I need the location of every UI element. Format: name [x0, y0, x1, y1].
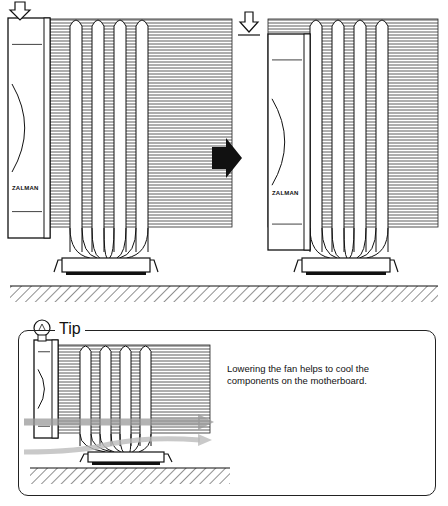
fan-blade [12, 84, 25, 172]
heatpipe [140, 346, 151, 446]
ground-line [10, 285, 438, 286]
fan-rib [38, 351, 50, 352]
board-line [30, 467, 230, 468]
fan-rib [12, 44, 42, 45]
cooler-base [88, 452, 164, 462]
cooler-base [62, 258, 150, 272]
fan-rib [12, 211, 42, 212]
heatpipe-bend [104, 228, 107, 258]
heatpipe-bend [357, 228, 366, 258]
fan-blade [272, 99, 285, 185]
transition-arrow [212, 138, 242, 178]
heatpipe-bend [120, 228, 137, 258]
heatpipe-bend [350, 228, 354, 258]
fan-rib [272, 224, 302, 225]
fin [268, 23, 438, 24]
tip-heading: Tip [55, 319, 85, 338]
fan-bracket [304, 34, 310, 250]
base-plate [66, 272, 146, 275]
down-arrow [10, 2, 30, 20]
heatpipe-bend [127, 228, 148, 258]
heatpipe [100, 346, 111, 446]
tip-box: TipLowering the fan helps to cool the co… [18, 330, 436, 496]
heatpipe-bend [70, 228, 90, 258]
heatpipe-bend [110, 228, 114, 258]
heatpipe [120, 346, 131, 446]
heatpipe-bend [332, 228, 340, 258]
mount-foot [294, 260, 302, 272]
base-plate [306, 272, 386, 275]
airflow-arrow [24, 419, 200, 426]
mount-foot [150, 260, 158, 272]
fan-logo: ZALMAN [271, 190, 300, 196]
tip-text: Lowering the fan helps to cool the compo… [227, 363, 423, 387]
fan-rib [38, 426, 50, 427]
heatpipe [70, 20, 82, 252]
heatpipe [354, 20, 366, 252]
fan-rib [272, 59, 302, 60]
heatpipe [136, 20, 148, 252]
heatpipe [310, 20, 322, 252]
heatpipe [332, 20, 344, 252]
airflow-head [198, 414, 214, 430]
airflow-head [198, 434, 212, 446]
mount-foot [80, 454, 88, 462]
board-hatch [30, 468, 230, 484]
heatpipe [92, 20, 104, 252]
heatpipe-bend [132, 434, 140, 452]
mount-foot [54, 260, 62, 272]
fin [268, 20, 438, 21]
fan-bracket [44, 18, 50, 238]
heatpipe-bend [360, 228, 377, 258]
mount-foot [164, 454, 172, 462]
reference-line [238, 34, 260, 35]
fin [268, 32, 438, 33]
heatpipe-bend [367, 228, 388, 258]
heatpipe-bend [344, 228, 347, 258]
heatpipe [80, 346, 91, 446]
fin [48, 346, 210, 347]
heatpipe-bend [310, 228, 330, 258]
heatpipe [114, 20, 126, 252]
fan-logo: ZALMAN [11, 185, 40, 191]
heatpipe [376, 20, 388, 252]
fan-frame [8, 18, 50, 238]
fin [268, 29, 438, 30]
mount-foot [390, 260, 398, 272]
heatpipe-bend [92, 228, 100, 258]
cooler-base [302, 258, 390, 272]
down-arrow [240, 12, 258, 32]
fan-blade [38, 369, 44, 408]
airflow-arrow [24, 439, 200, 452]
heatpipe-bend [117, 228, 126, 258]
base-plate [92, 462, 160, 465]
ground-hatch [10, 286, 438, 302]
fan-frame [268, 34, 310, 250]
fin [268, 26, 438, 27]
